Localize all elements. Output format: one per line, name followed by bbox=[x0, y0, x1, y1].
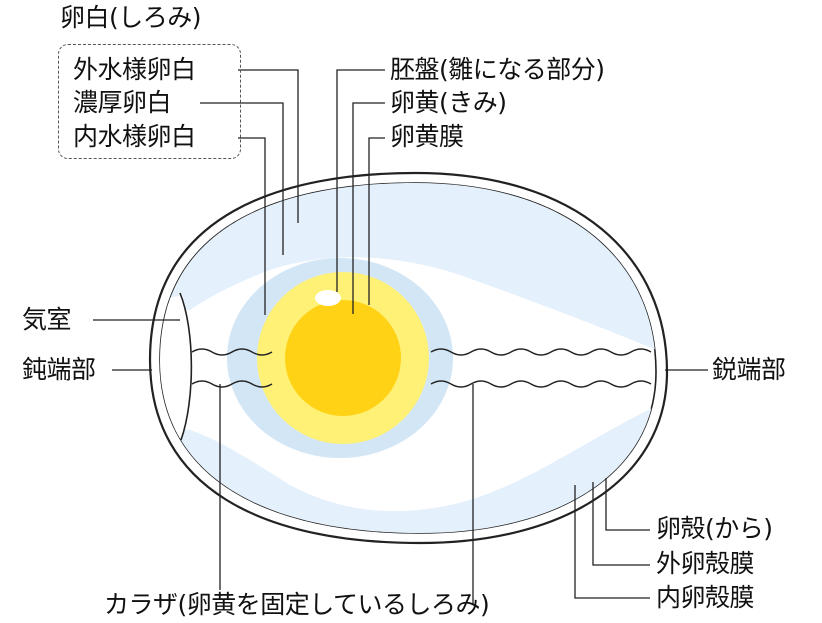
albumen-types-box bbox=[58, 44, 241, 159]
label-germinal-disc: 胚盤(雛になる部分) bbox=[390, 55, 605, 84]
outer-thin-albumen-lower bbox=[160, 395, 656, 533]
label-pointed-end: 鋭端部 bbox=[712, 355, 786, 384]
yolk-inner bbox=[285, 300, 401, 416]
label-thick-albumen: 濃厚卵白 bbox=[73, 88, 172, 117]
label-chalaza: カラザ(卵黄を固定しているしろみ) bbox=[104, 590, 490, 619]
label-vitelline-membrane: 卵黄膜 bbox=[390, 122, 464, 151]
label-outer-shell-membrane: 外卵殻膜 bbox=[656, 549, 755, 578]
label-inner-thin-albumen: 内水様卵白 bbox=[73, 122, 196, 151]
label-yolk: 卵黄(きみ) bbox=[390, 88, 507, 117]
germinal-disc bbox=[315, 290, 341, 306]
label-shell: 卵殻(から) bbox=[656, 514, 773, 543]
air-cell bbox=[160, 295, 191, 440]
label-albumen: 卵白(しろみ) bbox=[60, 3, 202, 32]
label-blunt-end: 鈍端部 bbox=[22, 355, 96, 384]
label-air-cell: 気室 bbox=[22, 305, 72, 334]
label-outer-thin-albumen: 外水様卵白 bbox=[73, 55, 196, 84]
chalaza-lines bbox=[191, 348, 652, 388]
air-cell-boundary bbox=[179, 292, 193, 441]
label-inner-shell-membrane: 内卵殻膜 bbox=[656, 583, 755, 612]
leader-lines bbox=[93, 69, 708, 605]
